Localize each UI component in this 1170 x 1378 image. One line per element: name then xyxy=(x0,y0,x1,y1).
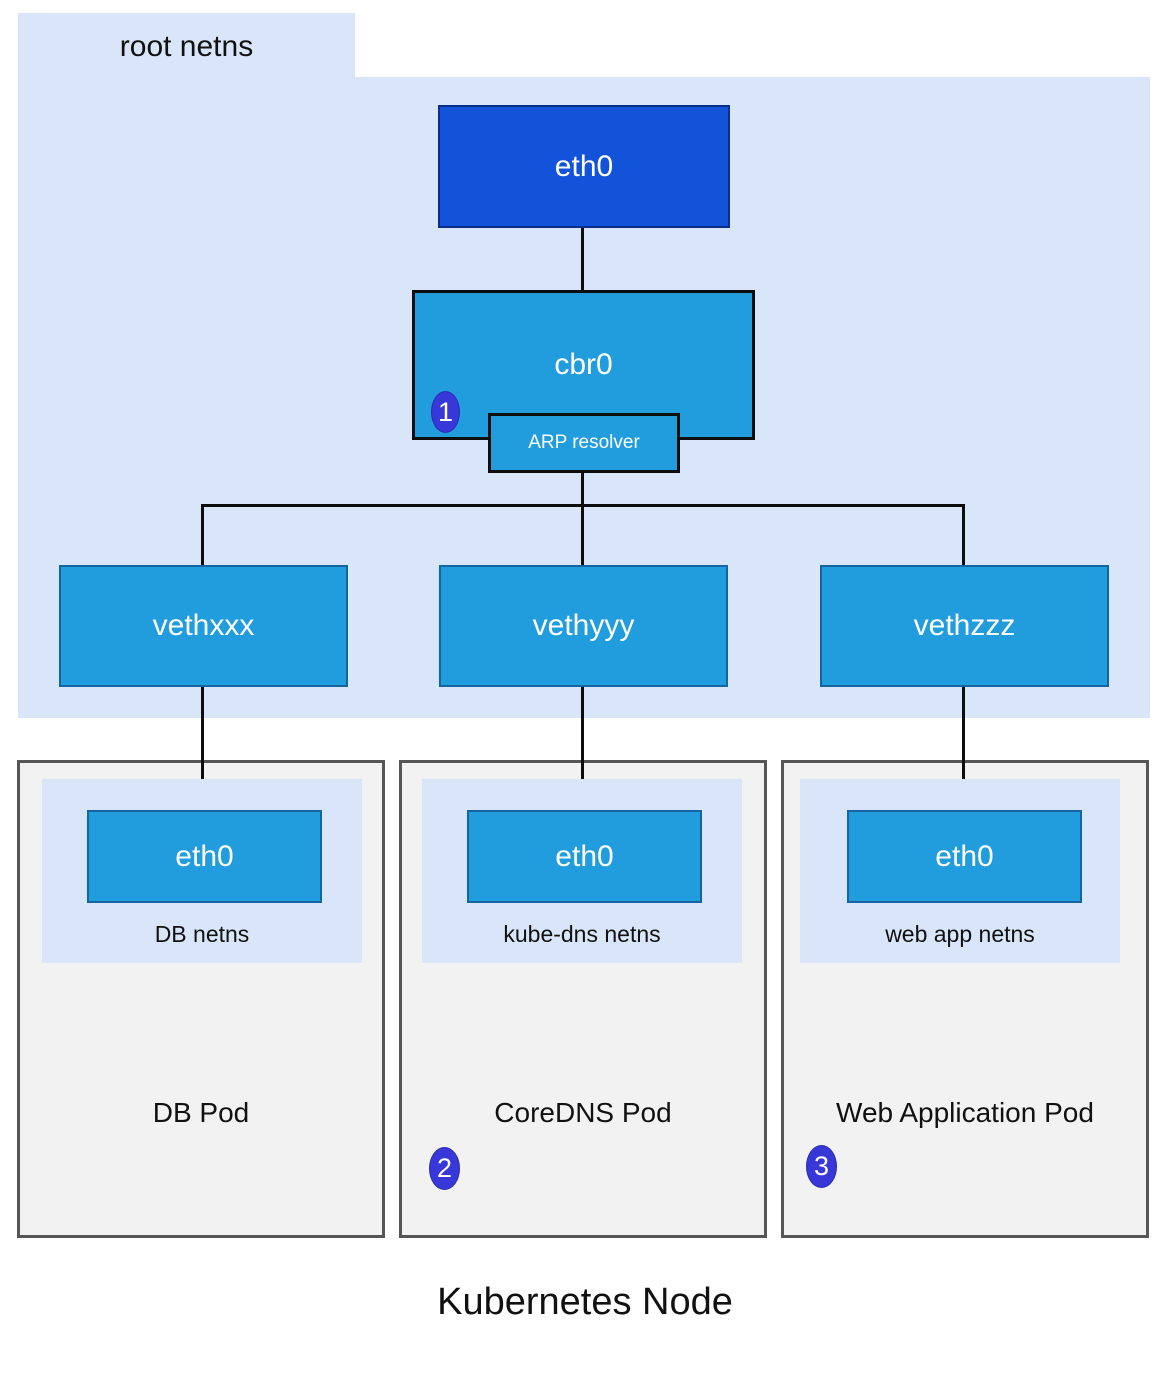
coredns-pod-name-label: CoreDNS Pod xyxy=(494,1097,672,1128)
root-netns-label: root netns xyxy=(119,30,254,63)
db-pod-eth0-label: eth0 xyxy=(175,839,234,873)
marker-2: 2 xyxy=(429,1147,460,1190)
web-app-pod-eth0-box: eth0 xyxy=(847,810,1082,903)
connector-eth0-cbr0 xyxy=(581,228,584,292)
diagram-title: Kubernetes Node xyxy=(437,1281,733,1323)
coredns-pod-eth0-label: eth0 xyxy=(555,839,614,873)
db-pod-name-label: DB Pod xyxy=(152,1097,250,1128)
db-pod-eth0-box: eth0 xyxy=(87,810,322,903)
eth0-root-box: eth0 xyxy=(438,105,730,228)
connector-bus-vethzzz xyxy=(962,504,965,566)
kube-dns-netns-label: kube-dns netns xyxy=(503,921,661,947)
marker-3: 3 xyxy=(806,1145,837,1188)
root-netns-tab xyxy=(18,13,355,77)
connector-vethyyy-pod2 xyxy=(581,687,584,811)
vethxxx-label: vethxxx xyxy=(152,609,255,642)
connector-vethxxx-pod1 xyxy=(201,687,204,811)
vethzzz-box: vethzzz xyxy=(820,565,1109,687)
arp-resolver-box: ARP resolver xyxy=(488,413,680,473)
connector-bus-vethxxx xyxy=(201,504,204,566)
vethxxx-box: vethxxx xyxy=(59,565,348,687)
coredns-pod-eth0-box: eth0 xyxy=(467,810,702,903)
web-app-pod-eth0-label: eth0 xyxy=(935,839,994,873)
db-netns-label: DB netns xyxy=(154,921,250,947)
web-app-pod-name-label: Web Application Pod xyxy=(836,1097,1094,1128)
eth0-root-label: eth0 xyxy=(554,149,614,183)
arp-resolver-label: ARP resolver xyxy=(528,432,640,453)
vethyyy-label: vethyyy xyxy=(532,609,635,642)
connector-bus-horizontal xyxy=(201,504,965,507)
vethzzz-label: vethzzz xyxy=(913,609,1016,642)
vethyyy-box: vethyyy xyxy=(439,565,728,687)
cbr0-label: cbr0 xyxy=(554,348,613,381)
web-app-netns-label: web app netns xyxy=(885,921,1035,947)
marker-1: 1 xyxy=(431,391,460,433)
connector-arp-bus xyxy=(581,473,584,566)
connector-vethzzz-pod3 xyxy=(962,687,965,811)
